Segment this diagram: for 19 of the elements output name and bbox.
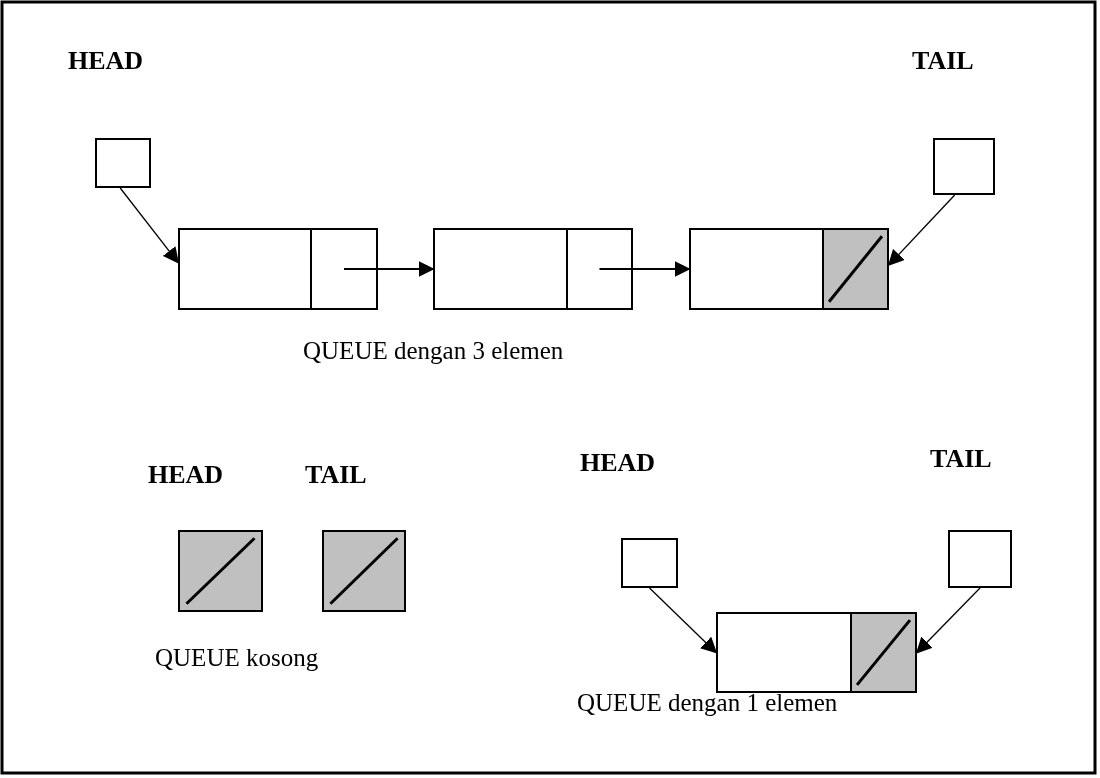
pointer-label: HEAD xyxy=(148,460,224,490)
null-pointer-cell xyxy=(822,228,889,310)
pointer-label: HEAD xyxy=(68,46,144,76)
caption: QUEUE dengan 3 elemen xyxy=(303,336,564,366)
queue-node-box xyxy=(716,612,917,693)
queue-node-box xyxy=(433,228,633,310)
caption: QUEUE dengan 1 elemen xyxy=(577,688,838,718)
arrow xyxy=(119,187,179,264)
pointer-label: HEAD xyxy=(580,448,656,478)
pointer-label: TAIL xyxy=(912,46,974,76)
caption: QUEUE kosong xyxy=(155,643,319,673)
queue-node-box xyxy=(689,228,889,310)
pointer-label: TAIL xyxy=(930,444,992,474)
arrow xyxy=(343,261,435,277)
null-pointer-cell xyxy=(850,612,917,693)
arrow xyxy=(648,587,718,654)
queue-node-box xyxy=(178,228,378,310)
arrow xyxy=(598,261,691,277)
pointer-label: TAIL xyxy=(305,460,367,490)
